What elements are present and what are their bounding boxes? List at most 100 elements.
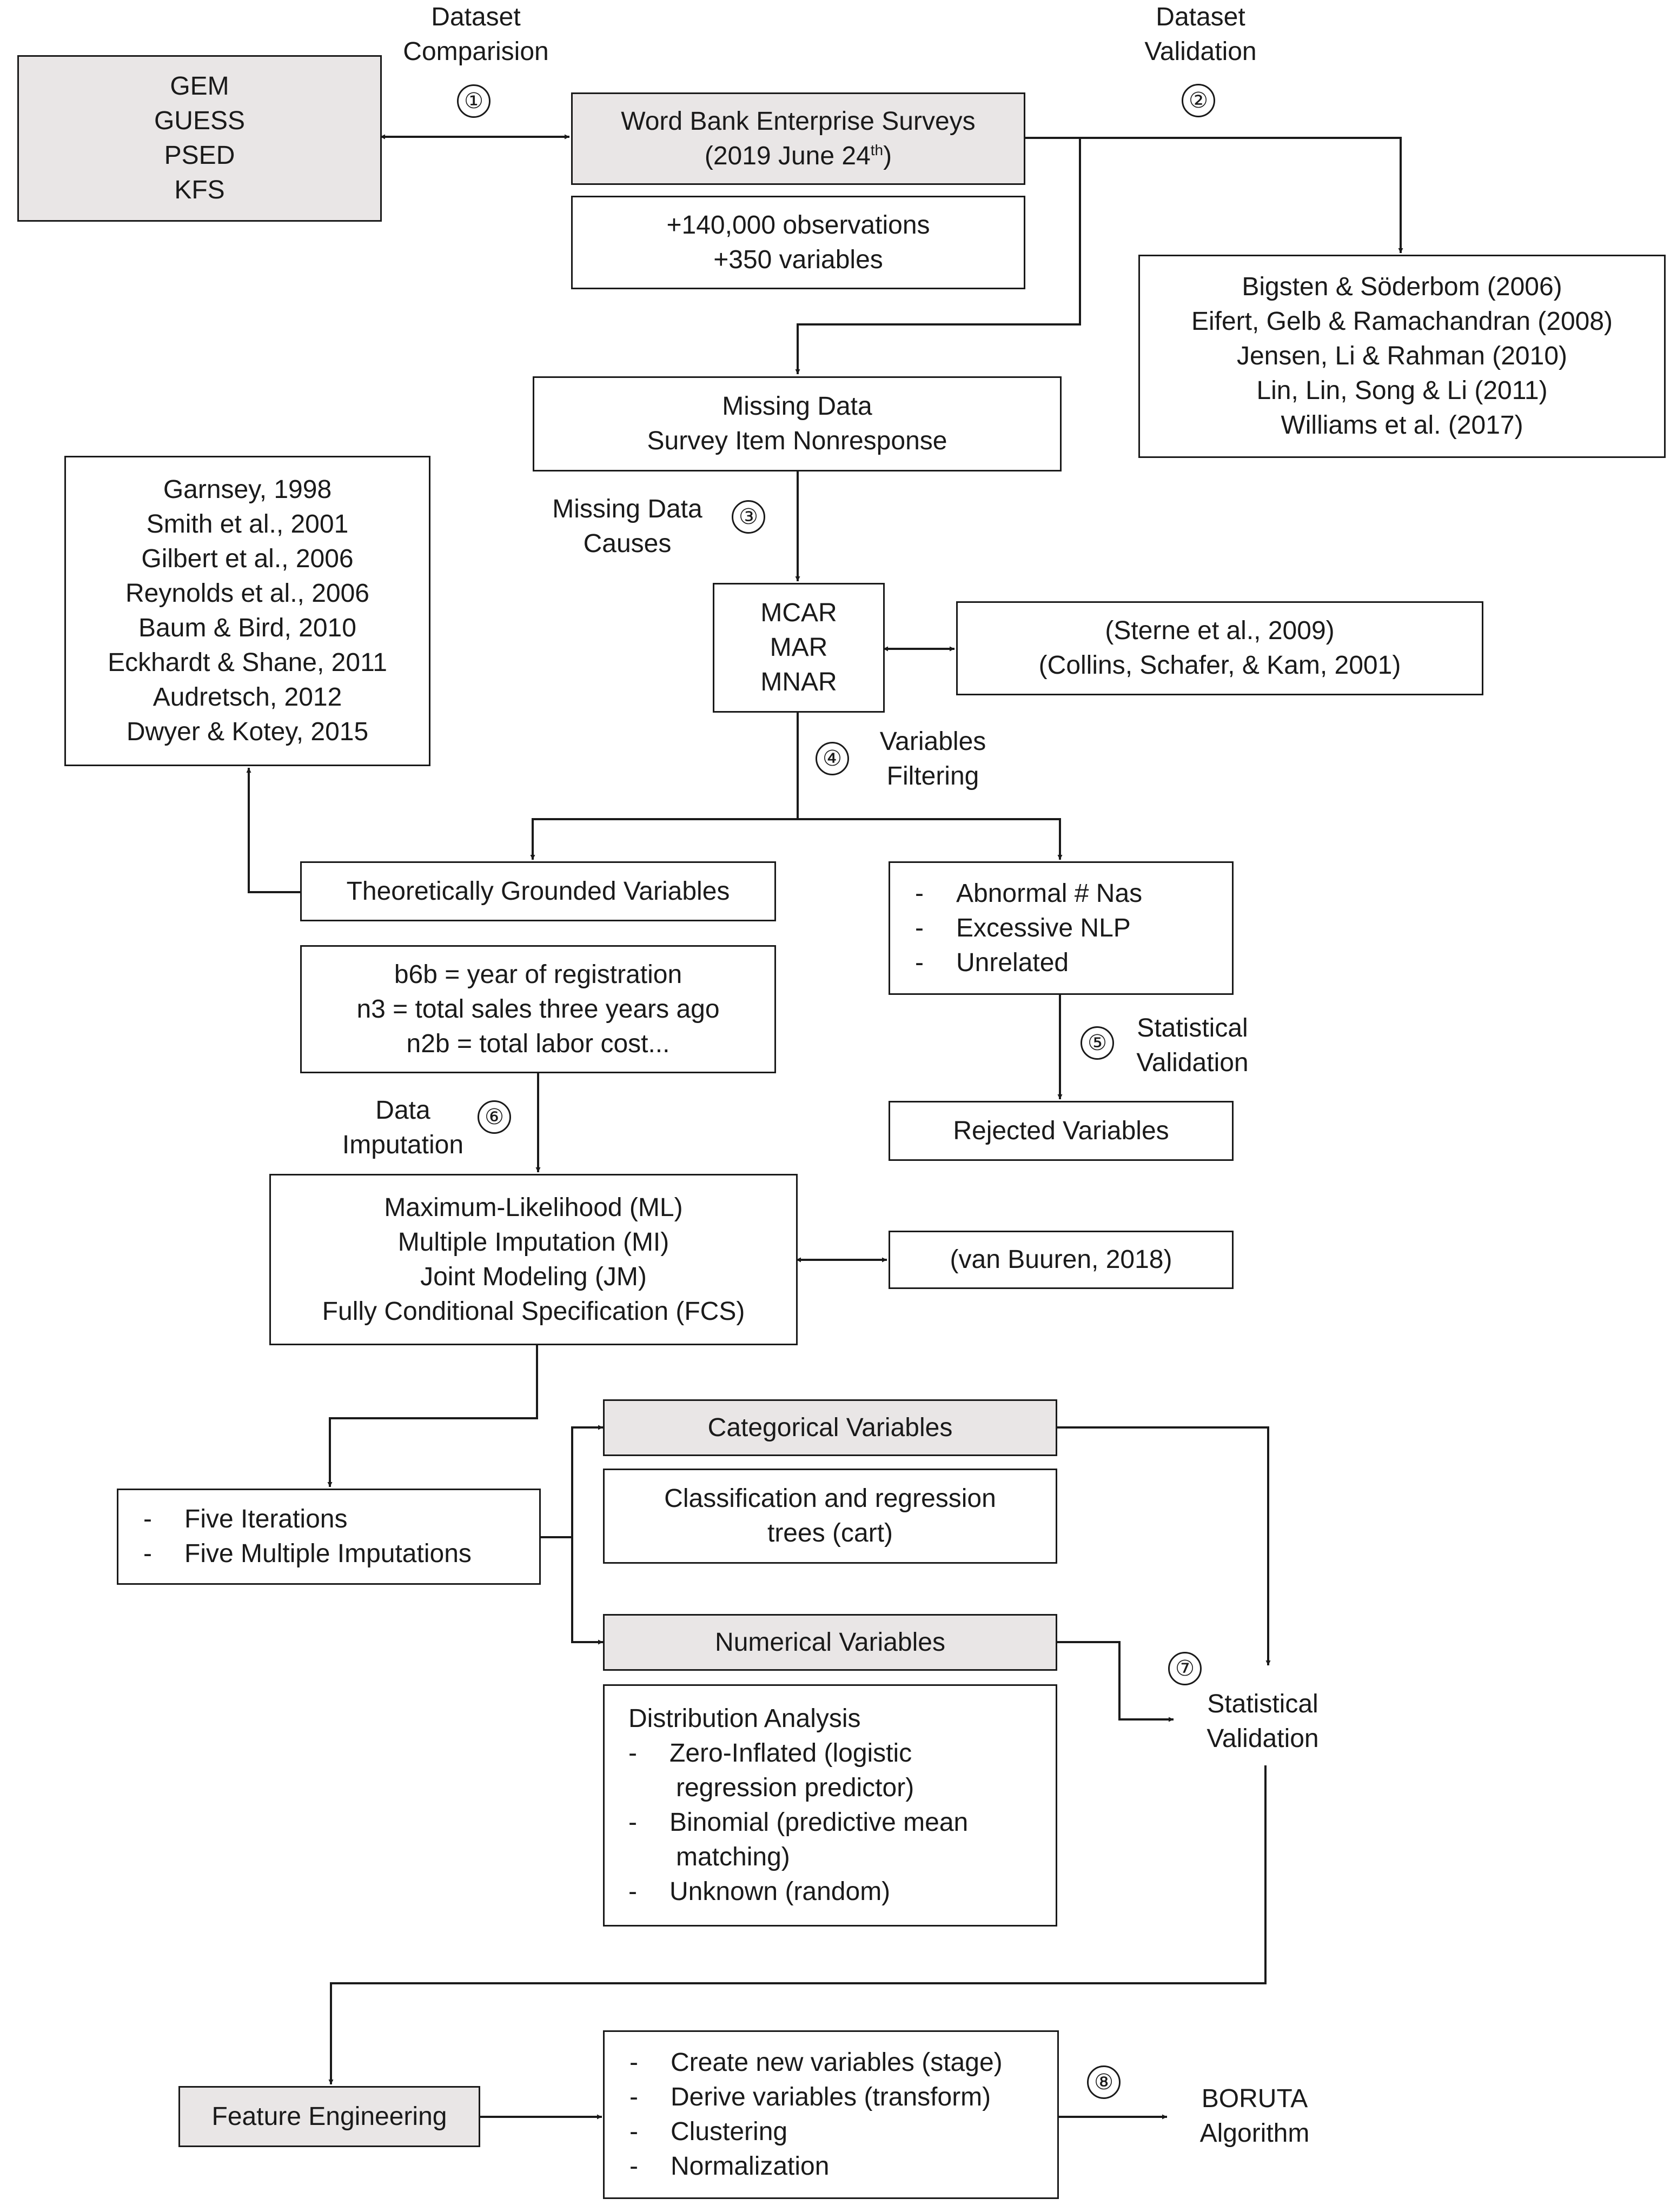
dataset-gem: GEM bbox=[170, 72, 229, 101]
validation-ref: Jensen, Li & Rahman (2010) bbox=[1236, 342, 1567, 370]
feature-engineering-box: Feature Engineering bbox=[178, 2086, 480, 2147]
arrow-wbes-validation bbox=[1024, 137, 1403, 253]
imputation-ref-box: (van Buuren, 2018) bbox=[889, 1231, 1234, 1289]
arrow-filter-split bbox=[530, 711, 799, 860]
dataset-psed: PSED bbox=[164, 141, 235, 170]
fe-step: -Create new variables (stage) bbox=[629, 2048, 1003, 2077]
observations-count: +140,000 observations bbox=[666, 210, 930, 240]
filter-reason: -Unrelated bbox=[915, 948, 1069, 977]
literature-ref: Smith et al., 2001 bbox=[146, 510, 349, 539]
categorical-variables-box: Categorical Variables bbox=[603, 1399, 1057, 1456]
variable-example: n3 = total sales three years ago bbox=[356, 994, 720, 1024]
validation-ref: Williams et al. (2017) bbox=[1281, 411, 1523, 440]
variable-example: b6b = year of registration bbox=[394, 960, 682, 989]
filter-reason: -Abnormal # Nas bbox=[915, 879, 1143, 908]
grounded-variables-label: Theoretically Grounded Variables bbox=[346, 876, 730, 906]
distribution-item: -Binomial (predictive mean bbox=[628, 1808, 969, 1837]
validation-ref: Eifert, Gelb & Ramachandran (2008) bbox=[1191, 307, 1613, 336]
comparison-label: Dataset Comparision bbox=[403, 3, 549, 66]
fe-step: -Derive variables (transform) bbox=[629, 2083, 991, 2111]
grounded-variables-box: Theoretically Grounded Variables bbox=[300, 861, 776, 921]
mechanism-ref: (Collins, Schafer, & Kam, 2001) bbox=[1038, 651, 1401, 680]
arrow-validation-fe bbox=[328, 1765, 1267, 2084]
validation-label: Dataset Validation bbox=[1144, 3, 1257, 66]
mechanism-mcar: MCAR bbox=[760, 599, 837, 627]
step-7-icon: ⑦ bbox=[1168, 1652, 1202, 1685]
distribution-item-cont: regression predictor) bbox=[676, 1773, 914, 1802]
step-4-icon: ④ bbox=[816, 742, 849, 775]
literature-ref: Baum & Bird, 2010 bbox=[138, 614, 356, 642]
rejected-variables-label: Rejected Variables bbox=[953, 1116, 1169, 1145]
final-validation-label: Statistical Validation bbox=[1207, 1690, 1319, 1753]
categorical-variables-label: Categorical Variables bbox=[707, 1413, 953, 1442]
step-1-icon: ① bbox=[457, 84, 490, 118]
fe-step: -Normalization bbox=[629, 2152, 830, 2181]
missing-data-box: Missing Data Survey Item Nonresponse bbox=[533, 376, 1062, 471]
arrow-filter-rejected-reasons bbox=[798, 818, 1063, 860]
imputation-method: Fully Conditional Specification (FCS) bbox=[322, 1297, 745, 1326]
variables-count: +350 variables bbox=[713, 245, 883, 274]
imputation-method: Multiple Imputation (MI) bbox=[397, 1227, 670, 1257]
literature-ref: Dwyer & Kotey, 2015 bbox=[126, 718, 369, 746]
imputation-method: Joint Modeling (JM) bbox=[420, 1262, 647, 1291]
filtering-label: Variables Filtering bbox=[879, 727, 986, 791]
literature-ref: Garnsey, 1998 bbox=[163, 475, 332, 504]
mechanism-mar: MAR bbox=[770, 633, 828, 662]
validation-ref: Lin, Lin, Song & Li (2011) bbox=[1256, 376, 1548, 405]
literature-box: Garnsey, 1998 Smith et al., 2001 Gilbert… bbox=[64, 456, 430, 766]
filter-reason: -Excessive NLP bbox=[915, 913, 1131, 942]
imputation-label: Data Imputation bbox=[342, 1096, 464, 1159]
causes-label: Missing Data Causes bbox=[552, 495, 702, 558]
validation-refs-box: Bigsten & Söderbom (2006) Eifert, Gelb &… bbox=[1138, 255, 1666, 458]
distribution-item: -Unknown (random) bbox=[628, 1877, 891, 1906]
boruta-label: BORUTA Algorithm bbox=[1199, 2084, 1310, 2148]
filter-reasons-box: -Abnormal # Nas -Excessive NLP -Unrelate… bbox=[889, 861, 1234, 995]
missing-data-subtitle: Survey Item Nonresponse bbox=[647, 427, 947, 455]
mechanism-mnar: MNAR bbox=[760, 668, 837, 696]
literature-ref: Eckhardt & Shane, 2011 bbox=[108, 648, 387, 677]
imputation-ref: (van Buuren, 2018) bbox=[950, 1245, 1172, 1274]
arrow-imputation-iterations bbox=[327, 1345, 538, 1487]
literature-ref: Reynolds et al., 2006 bbox=[125, 579, 369, 608]
mechanism-ref: (Sterne et al., 2009) bbox=[1105, 616, 1335, 645]
distribution-item-cont: matching) bbox=[676, 1843, 790, 1871]
variable-example: n2b = total labor cost... bbox=[406, 1029, 670, 1058]
iterations-box: -Five Iterations -Five Multiple Imputati… bbox=[117, 1489, 541, 1585]
rejected-variables-box: Rejected Variables bbox=[889, 1101, 1234, 1161]
distribution-title: Distribution Analysis bbox=[628, 1704, 861, 1733]
step-6-icon: ⑥ bbox=[478, 1100, 511, 1134]
literature-ref: Audretsch, 2012 bbox=[153, 683, 342, 712]
cart-line: trees (cart) bbox=[767, 1519, 893, 1547]
step-5-icon: ⑤ bbox=[1081, 1026, 1114, 1060]
cart-line: Classification and regression bbox=[664, 1484, 996, 1513]
step-2-icon: ② bbox=[1182, 84, 1215, 117]
fe-steps-box: -Create new variables (stage) -Derive va… bbox=[603, 2030, 1059, 2199]
variable-examples-box: b6b = year of registration n3 = total sa… bbox=[300, 945, 776, 1073]
wbes-box: Word Bank Enterprise Surveys (2019 June … bbox=[571, 92, 1025, 185]
distribution-item: -Zero-Inflated (logistic bbox=[628, 1739, 912, 1768]
cart-box: Classification and regression trees (car… bbox=[603, 1469, 1057, 1564]
arrow-iterations-categorical bbox=[541, 1425, 603, 1538]
arrow-iterations-numerical bbox=[571, 1537, 603, 1645]
wbes-title: Word Bank Enterprise Surveys bbox=[621, 107, 976, 136]
step-3-icon: ③ bbox=[732, 500, 765, 534]
arrow-numerical-validation bbox=[1057, 1641, 1174, 1722]
iteration-item: -Five Iterations bbox=[143, 1505, 348, 1533]
mechanisms-box: MCAR MAR MNAR bbox=[713, 583, 885, 713]
observations-box: +140,000 observations +350 variables bbox=[571, 196, 1025, 289]
imputation-method: Maximum-Likelihood (ML) bbox=[384, 1193, 683, 1222]
imputation-methods-box: Maximum-Likelihood (ML) Multiple Imputat… bbox=[269, 1174, 798, 1345]
numerical-variables-label: Numerical Variables bbox=[715, 1628, 945, 1657]
statistical-validation-label: Statistical Validation bbox=[1136, 1014, 1249, 1077]
arrow-grounded-literature bbox=[246, 768, 300, 893]
literature-ref: Gilbert et al., 2006 bbox=[141, 544, 354, 573]
missing-data-title: Missing Data bbox=[722, 392, 872, 421]
iteration-item: -Five Multiple Imputations bbox=[143, 1539, 472, 1568]
dataset-kfs: KFS bbox=[174, 176, 225, 204]
wbes-date: (2019 June 24th) bbox=[704, 141, 892, 170]
datasets-box: GEM GUESS PSED KFS bbox=[17, 55, 382, 222]
validation-ref: Bigsten & Söderbom (2006) bbox=[1242, 273, 1562, 301]
feature-engineering-label: Feature Engineering bbox=[211, 2102, 447, 2131]
arrow-wbes-missingdata bbox=[795, 138, 1081, 374]
